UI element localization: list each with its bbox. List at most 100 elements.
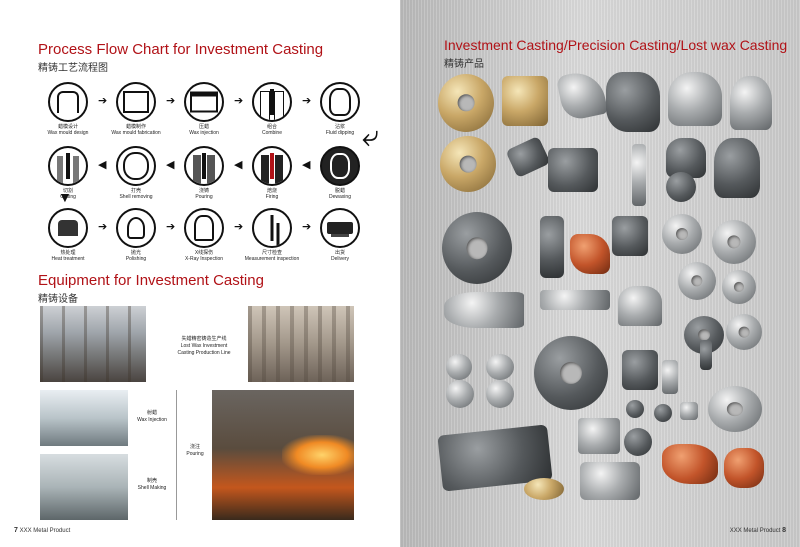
delivery-truck-icon [320, 208, 360, 248]
step-fluid-dipping: 沾浆 Fluid dipping [312, 82, 368, 136]
right-page-footer: XXX Metal Product 8 [729, 527, 786, 534]
wax-injection-photo [40, 390, 128, 446]
rust-bracket-product-image [724, 448, 764, 488]
step-measurement-inspection: 尺寸检查 Measurement inspection [244, 208, 300, 262]
arrow-left-icon: ◀ [302, 159, 311, 171]
xray-inspection-icon [184, 208, 224, 248]
shell-making-label: 制壳 Shell Making [137, 478, 167, 491]
arrow-right-icon: ➔ [166, 95, 176, 107]
pouring-icon [184, 146, 224, 186]
right-page: Investment Casting/Precision Casting/Los… [400, 0, 800, 547]
manifold-product-image [548, 148, 598, 192]
production-line-photo-left [40, 306, 146, 382]
hex-nut-product-image [486, 354, 514, 380]
production-line-photo-right [248, 306, 354, 382]
tool-product-image [612, 216, 648, 256]
cap-nut-product-image [624, 428, 652, 456]
bracket-product-image [555, 67, 609, 123]
bar-product-image [540, 290, 610, 310]
products-title: Investment Casting/Precision Casting/Los… [444, 37, 788, 53]
hex-nut-product-image [486, 380, 514, 408]
lever-product-image [606, 72, 660, 132]
arrow-left-icon: ◀ [98, 159, 107, 171]
pouring-photo [212, 390, 354, 520]
wax-injection-icon [184, 82, 224, 122]
polishing-icon [116, 208, 156, 248]
left-page: Process Flow Chart for Investment Castin… [14, 41, 379, 534]
brass-sleeve-product-image [502, 76, 548, 126]
arrow-right-icon: ➔ [302, 95, 312, 107]
step-delivery: 出货 Delivery [312, 208, 368, 262]
disc-product-image [712, 220, 756, 264]
flow-chart-title-cn: 精铸工艺流程图 [38, 63, 108, 74]
step-wax-mould-fabrication: 蜡模制作 Wax mould fabrication [108, 82, 164, 136]
dewaxing-icon [320, 146, 360, 186]
arrow-right-icon: ➔ [98, 95, 108, 107]
arrow-down-icon: ▼ [58, 189, 72, 205]
stud-product-image [700, 340, 712, 370]
step-wax-mould-design: 蜡模设计 Wax mould design [40, 82, 96, 136]
equipment-title-cn: 精铸设备 [38, 294, 78, 305]
arrow-left-icon: ◀ [234, 159, 243, 171]
arm-product-image [580, 462, 640, 500]
pin-product-image [662, 360, 678, 394]
wax-injection-label: 射蜡 Wax Injection [137, 410, 167, 423]
valve-product-image [668, 72, 722, 126]
ring-coupler-product-image [722, 270, 756, 304]
rust-hook-product-image [662, 444, 718, 484]
flow-chart-title: Process Flow Chart for Investment Castin… [38, 41, 324, 58]
bolt-product-image [632, 144, 646, 206]
brake-disc-product-image [534, 336, 608, 410]
hook-product-image [540, 216, 564, 278]
arrow-right-icon: ➔ [302, 221, 312, 233]
arrow-left-icon: ◀ [166, 159, 175, 171]
products-title-cn: 精铸产品 [444, 59, 484, 70]
step-heat-treatment: 热处理 Heat treatment [40, 208, 96, 262]
anchor-product-image [666, 138, 706, 178]
wax-mould-design-icon [48, 82, 88, 122]
step-xray-inspection: X线探伤 X-Ray Inspection [176, 208, 232, 262]
small-part-product-image [654, 404, 672, 422]
shell-removing-icon [116, 146, 156, 186]
production-line-label: 失蜡精密铸造生产线 Lost Wax Investment Casting Pr… [177, 336, 231, 356]
flange-product-image [662, 214, 702, 254]
step-firing: 焙烧 Firing [244, 146, 300, 200]
arrow-right-icon: ➔ [234, 95, 244, 107]
measurement-inspection-icon [252, 208, 292, 248]
dome-cap-product-image [524, 478, 564, 500]
bracket-set-product-image [570, 234, 610, 274]
heat-treatment-icon [48, 208, 88, 248]
hex-nut-product-image [446, 380, 474, 408]
step-polishing: 抛光 Polishing [108, 208, 164, 262]
shell-making-photo [40, 454, 128, 520]
left-page-footer: 7 XXX Metal Product [14, 527, 71, 534]
arrow-right-icon: ➔ [234, 221, 244, 233]
nut-product-image [666, 172, 696, 202]
bushing-product-image [438, 74, 494, 132]
threaded-nut-product-image [622, 350, 658, 390]
cap-product-image [730, 76, 772, 130]
arrow-right-icon: ➔ [166, 221, 176, 233]
arrow-down-icon: ⤶ [362, 120, 379, 153]
step-combine: 组合 Combine [244, 82, 300, 136]
arrow-right-icon: ➔ [98, 221, 108, 233]
fluid-dipping-icon [320, 82, 360, 122]
cup-product-image [726, 314, 762, 350]
pulley-product-image [440, 136, 496, 192]
wax-mould-fabrication-icon [116, 82, 156, 122]
wheel-product-image [442, 212, 512, 284]
coupling-product-image [714, 138, 760, 198]
divider [176, 390, 177, 520]
cutting-icon [48, 146, 88, 186]
step-wax-injection: 压蜡 Wax injection [176, 82, 232, 136]
step-pouring: 浇铸 Pouring [176, 146, 232, 200]
pouring-label: 浇注 Pouring [186, 444, 204, 457]
block-product-image [680, 402, 698, 420]
step-shell-removing: 打壳 Shell removing [108, 146, 164, 200]
firing-icon [252, 146, 292, 186]
hex-nut-product-image [446, 354, 472, 380]
step-cutting: 切割 Cutting [40, 146, 96, 200]
combine-icon [252, 82, 292, 122]
quick-coupler-product-image [678, 262, 716, 300]
step-dewaxing: 脱蜡 Dewaxing [312, 146, 368, 200]
